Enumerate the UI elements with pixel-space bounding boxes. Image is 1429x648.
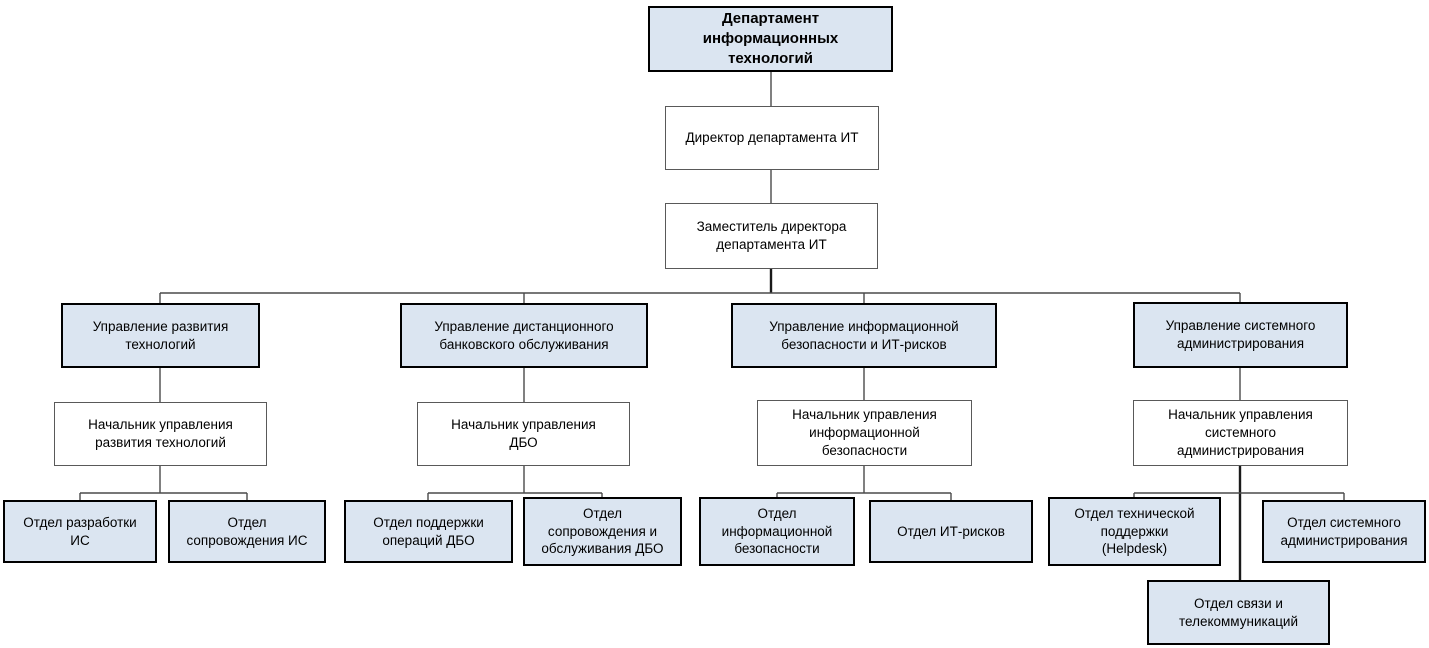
org-node-branch1-head: Управление развития технологий xyxy=(61,303,260,368)
org-node-dept-is-support: Отдел сопровождения ИС xyxy=(168,500,326,563)
org-node-branch4-head: Управление системного администрирования xyxy=(1133,302,1348,368)
org-node-dept-is-development: Отдел разработки ИС xyxy=(3,500,157,563)
org-node-dept-it-risks: Отдел ИТ-рисков xyxy=(869,500,1033,563)
org-node-root: Департамент информационных технологий xyxy=(648,6,893,72)
org-node-dept-dbo-maintenance: Отдел сопровождения и обслуживания ДБО xyxy=(523,497,682,566)
org-node-director: Директор департамента ИТ xyxy=(665,106,879,170)
org-node-branch1-manager: Начальник управления развития технологий xyxy=(54,402,267,466)
org-node-dept-dbo-operations: Отдел поддержки операций ДБО xyxy=(344,500,513,563)
org-node-branch3-manager: Начальник управления информационной безо… xyxy=(757,400,972,466)
org-node-dept-sysadmin: Отдел системного администрирования xyxy=(1262,500,1426,563)
org-node-dept-telecom: Отдел связи и телекоммуникаций xyxy=(1147,580,1330,645)
org-node-branch2-manager: Начальник управления ДБО xyxy=(417,402,630,466)
org-node-branch4-manager: Начальник управления системного админист… xyxy=(1133,400,1348,466)
org-node-dept-infosec: Отдел информационной безопасности xyxy=(699,497,855,566)
org-node-deputy: Заместитель директора департамента ИТ xyxy=(665,203,878,269)
org-node-dept-helpdesk: Отдел технической поддержки (Helpdesk) xyxy=(1048,497,1221,566)
org-node-branch2-head: Управление дистанционного банковского об… xyxy=(400,303,648,368)
org-node-branch3-head: Управление информационной безопасности и… xyxy=(731,303,997,368)
